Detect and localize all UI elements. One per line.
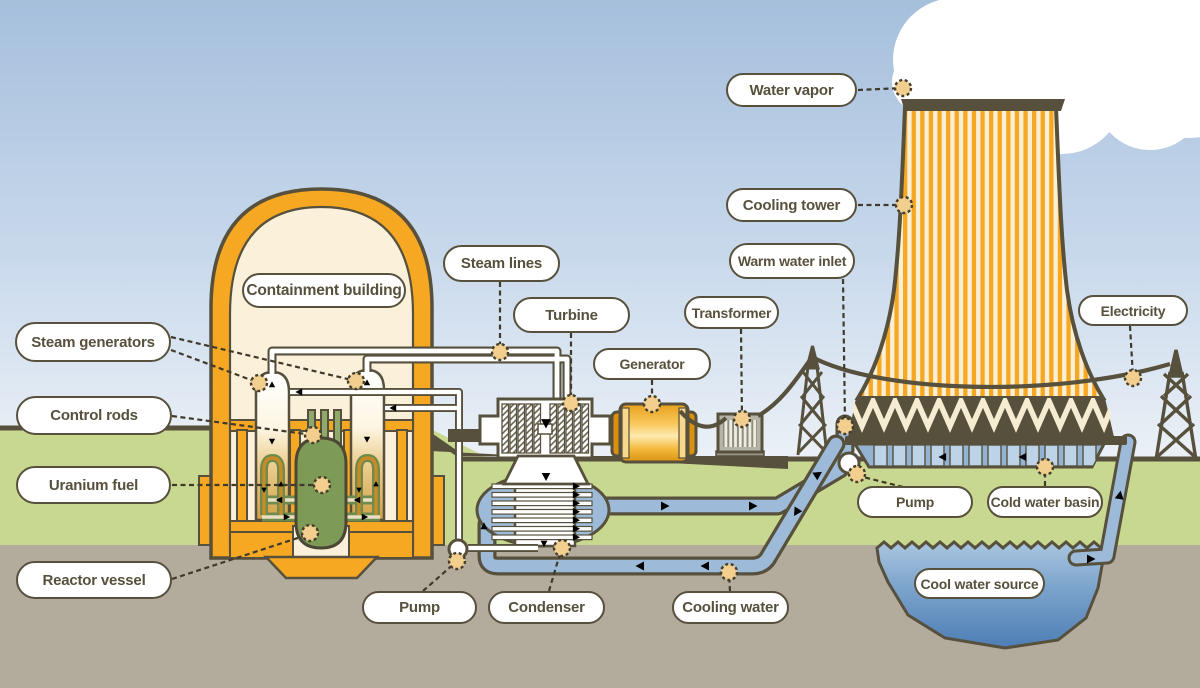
label-turbine: Turbine [513, 297, 630, 333]
power-cables [678, 355, 1171, 429]
label-reactor-vessel: Reactor vessel [16, 561, 172, 599]
label-cooling-tower: Cooling tower [726, 188, 857, 222]
generator-graphic [610, 402, 698, 464]
label-uranium-fuel: Uranium fuel [16, 466, 171, 504]
connector-dots [249, 78, 1143, 582]
label-steam-lines: Steam lines [443, 245, 560, 282]
label-cold-water-basin: Cold water basin [987, 486, 1103, 518]
label-water-vapor: Water vapor [726, 73, 857, 107]
label-steam-generators: Steam generators [15, 322, 171, 362]
label-cooling-water: Cooling water [672, 591, 789, 624]
turbine-exhaust-duct [501, 454, 591, 486]
label-pump-cooling: Pump [857, 486, 973, 518]
label-control-rods: Control rods [16, 396, 172, 435]
label-pump-condensate: Pump [362, 591, 477, 624]
turbine-graphic [448, 397, 628, 486]
cold-water-basin-graphic [837, 398, 1127, 475]
machine-plinth [430, 434, 788, 469]
cooling-tower-rim [901, 99, 1065, 111]
cooling-tower-graphic [854, 99, 1107, 400]
label-generator: Generator [593, 348, 711, 380]
transmission-tower-right [1154, 349, 1198, 461]
containment-building-graphic [198, 187, 445, 580]
containment-foot [263, 555, 380, 580]
label-transformer: Transformer [684, 296, 779, 329]
label-warm-water-inlet: Warm water inlet [729, 243, 855, 279]
label-electricity: Electricity [1078, 295, 1188, 326]
label-cool-water-source: Cool water source [914, 568, 1045, 599]
label-condenser: Condenser [488, 591, 605, 624]
label-containment-building: Containment building [242, 273, 406, 308]
